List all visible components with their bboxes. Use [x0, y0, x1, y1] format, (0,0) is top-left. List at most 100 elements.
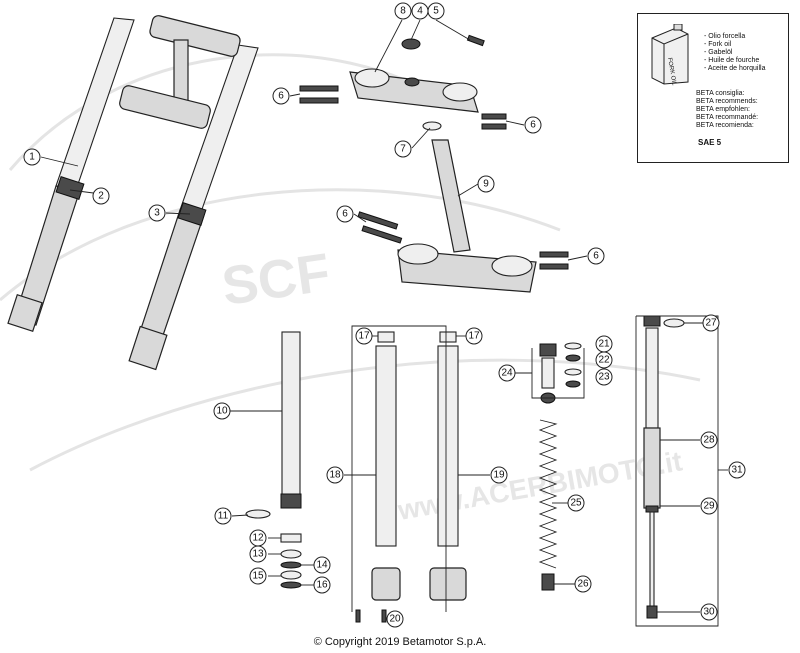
svg-text:8: 8	[400, 6, 406, 17]
recommend-de: BETA empfohlen:	[696, 106, 750, 113]
fork-spring	[538, 419, 558, 569]
oil-name-fr: - Huile de fourche	[704, 57, 760, 64]
recommend-it: BETA consiglia:	[696, 90, 745, 97]
callout-31: 31	[728, 461, 746, 479]
callout-6: 6	[336, 205, 354, 223]
svg-text:16: 16	[316, 580, 328, 591]
callout-6: 6	[587, 247, 605, 265]
callout-14: 14	[313, 556, 331, 574]
svg-text:25: 25	[570, 498, 582, 509]
callout-15: 15	[249, 567, 267, 585]
callout-10: 10	[213, 402, 231, 420]
callout-23: 23	[595, 368, 613, 386]
svg-text:30: 30	[703, 607, 715, 618]
recommend-en: BETA recommends:	[696, 98, 758, 105]
inner-legs	[355, 331, 467, 623]
callout-26: 26	[574, 575, 592, 593]
svg-text:6: 6	[530, 120, 536, 131]
svg-text:2: 2	[98, 191, 104, 202]
callout-4: 4	[411, 2, 429, 20]
svg-text:22: 22	[598, 355, 610, 366]
svg-text:27: 27	[705, 318, 717, 329]
svg-text:21: 21	[598, 339, 610, 350]
svg-text:26: 26	[577, 579, 589, 590]
o-ring	[422, 121, 442, 131]
svg-text:10: 10	[216, 406, 228, 417]
svg-text:29: 29	[703, 501, 715, 512]
svg-text:12: 12	[252, 533, 264, 544]
svg-text:5: 5	[433, 6, 439, 17]
svg-text:14: 14	[316, 560, 328, 571]
oil-can-label: FORK OIL	[666, 57, 677, 86]
watermark: SCF www.ACERBIMOTO.it	[0, 53, 701, 526]
callout-28: 28	[700, 431, 718, 449]
copyright-footer: © Copyright 2019 Betamotor S.p.A.	[313, 636, 487, 648]
recommend-es: BETA recomienda:	[696, 122, 754, 129]
svg-text:18: 18	[329, 470, 341, 481]
svg-text:17: 17	[468, 331, 480, 342]
svg-text:15: 15	[252, 571, 264, 582]
callout-12: 12	[249, 529, 267, 547]
callout-22: 22	[595, 351, 613, 369]
callout-18: 18	[326, 466, 344, 484]
svg-text:4: 4	[417, 6, 423, 17]
svg-text:9: 9	[483, 179, 489, 190]
callout-3: 3	[148, 204, 166, 222]
callout-6: 6	[524, 116, 542, 134]
svg-text:31: 31	[731, 465, 743, 476]
svg-text:20: 20	[389, 614, 401, 625]
oil-name-de: - Gabelöl	[704, 49, 733, 56]
callout-29: 29	[700, 497, 718, 515]
svg-text:6: 6	[342, 209, 348, 220]
oil-can-icon: FORK OIL	[651, 24, 689, 86]
cartridge-valve	[539, 342, 582, 404]
oil-grade: SAE 5	[698, 138, 722, 147]
callout-5: 5	[427, 2, 445, 20]
callout-6: 6	[272, 87, 290, 105]
callout-17: 17	[355, 327, 373, 345]
callout-17: 17	[465, 327, 483, 345]
callout-19: 19	[490, 466, 508, 484]
recommend-fr: BETA recommandé:	[696, 114, 759, 121]
callout-9: 9	[477, 175, 495, 193]
watermark-text-left: SCF	[218, 242, 333, 316]
svg-text:24: 24	[501, 368, 513, 379]
callout-11: 11	[214, 507, 232, 525]
callout-25: 25	[567, 494, 585, 512]
svg-text:7: 7	[400, 144, 406, 155]
svg-text:13: 13	[252, 549, 264, 560]
callout-21: 21	[595, 335, 613, 353]
leader-lines	[40, 19, 728, 613]
svg-text:19: 19	[493, 470, 505, 481]
oil-name-es: - Aceite de horquilla	[704, 65, 766, 72]
callout-13: 13	[249, 545, 267, 563]
steering-stem-lower-clamp	[397, 139, 537, 293]
callout-8: 8	[394, 2, 412, 20]
upper-triple-clamp	[349, 34, 485, 113]
callout-2: 2	[92, 187, 110, 205]
spring-seat	[541, 573, 555, 591]
svg-text:6: 6	[593, 251, 599, 262]
damper-cartridge	[643, 315, 685, 619]
oil-recommendation-box: FORK OIL - Olio forcella - Fork oil - Ga…	[637, 13, 789, 163]
svg-text:6: 6	[278, 91, 284, 102]
callout-20: 20	[386, 610, 404, 628]
triple-clamp-small	[119, 15, 241, 129]
callout-1: 1	[23, 148, 41, 166]
svg-text:23: 23	[598, 372, 610, 383]
svg-text:28: 28	[703, 435, 715, 446]
outer-tube	[280, 331, 302, 509]
callout-16: 16	[313, 576, 331, 594]
callout-7: 7	[394, 140, 412, 158]
svg-text:17: 17	[358, 331, 370, 342]
svg-text:11: 11	[218, 511, 229, 522]
clamp-bolts	[299, 85, 569, 270]
fork-leg-left	[7, 17, 135, 333]
callout-27: 27	[702, 314, 720, 332]
callout-24: 24	[498, 364, 516, 382]
oil-name-en: - Fork oil	[704, 41, 732, 48]
callout-30: 30	[700, 603, 718, 621]
svg-text:3: 3	[154, 208, 160, 219]
svg-text:1: 1	[29, 152, 35, 163]
